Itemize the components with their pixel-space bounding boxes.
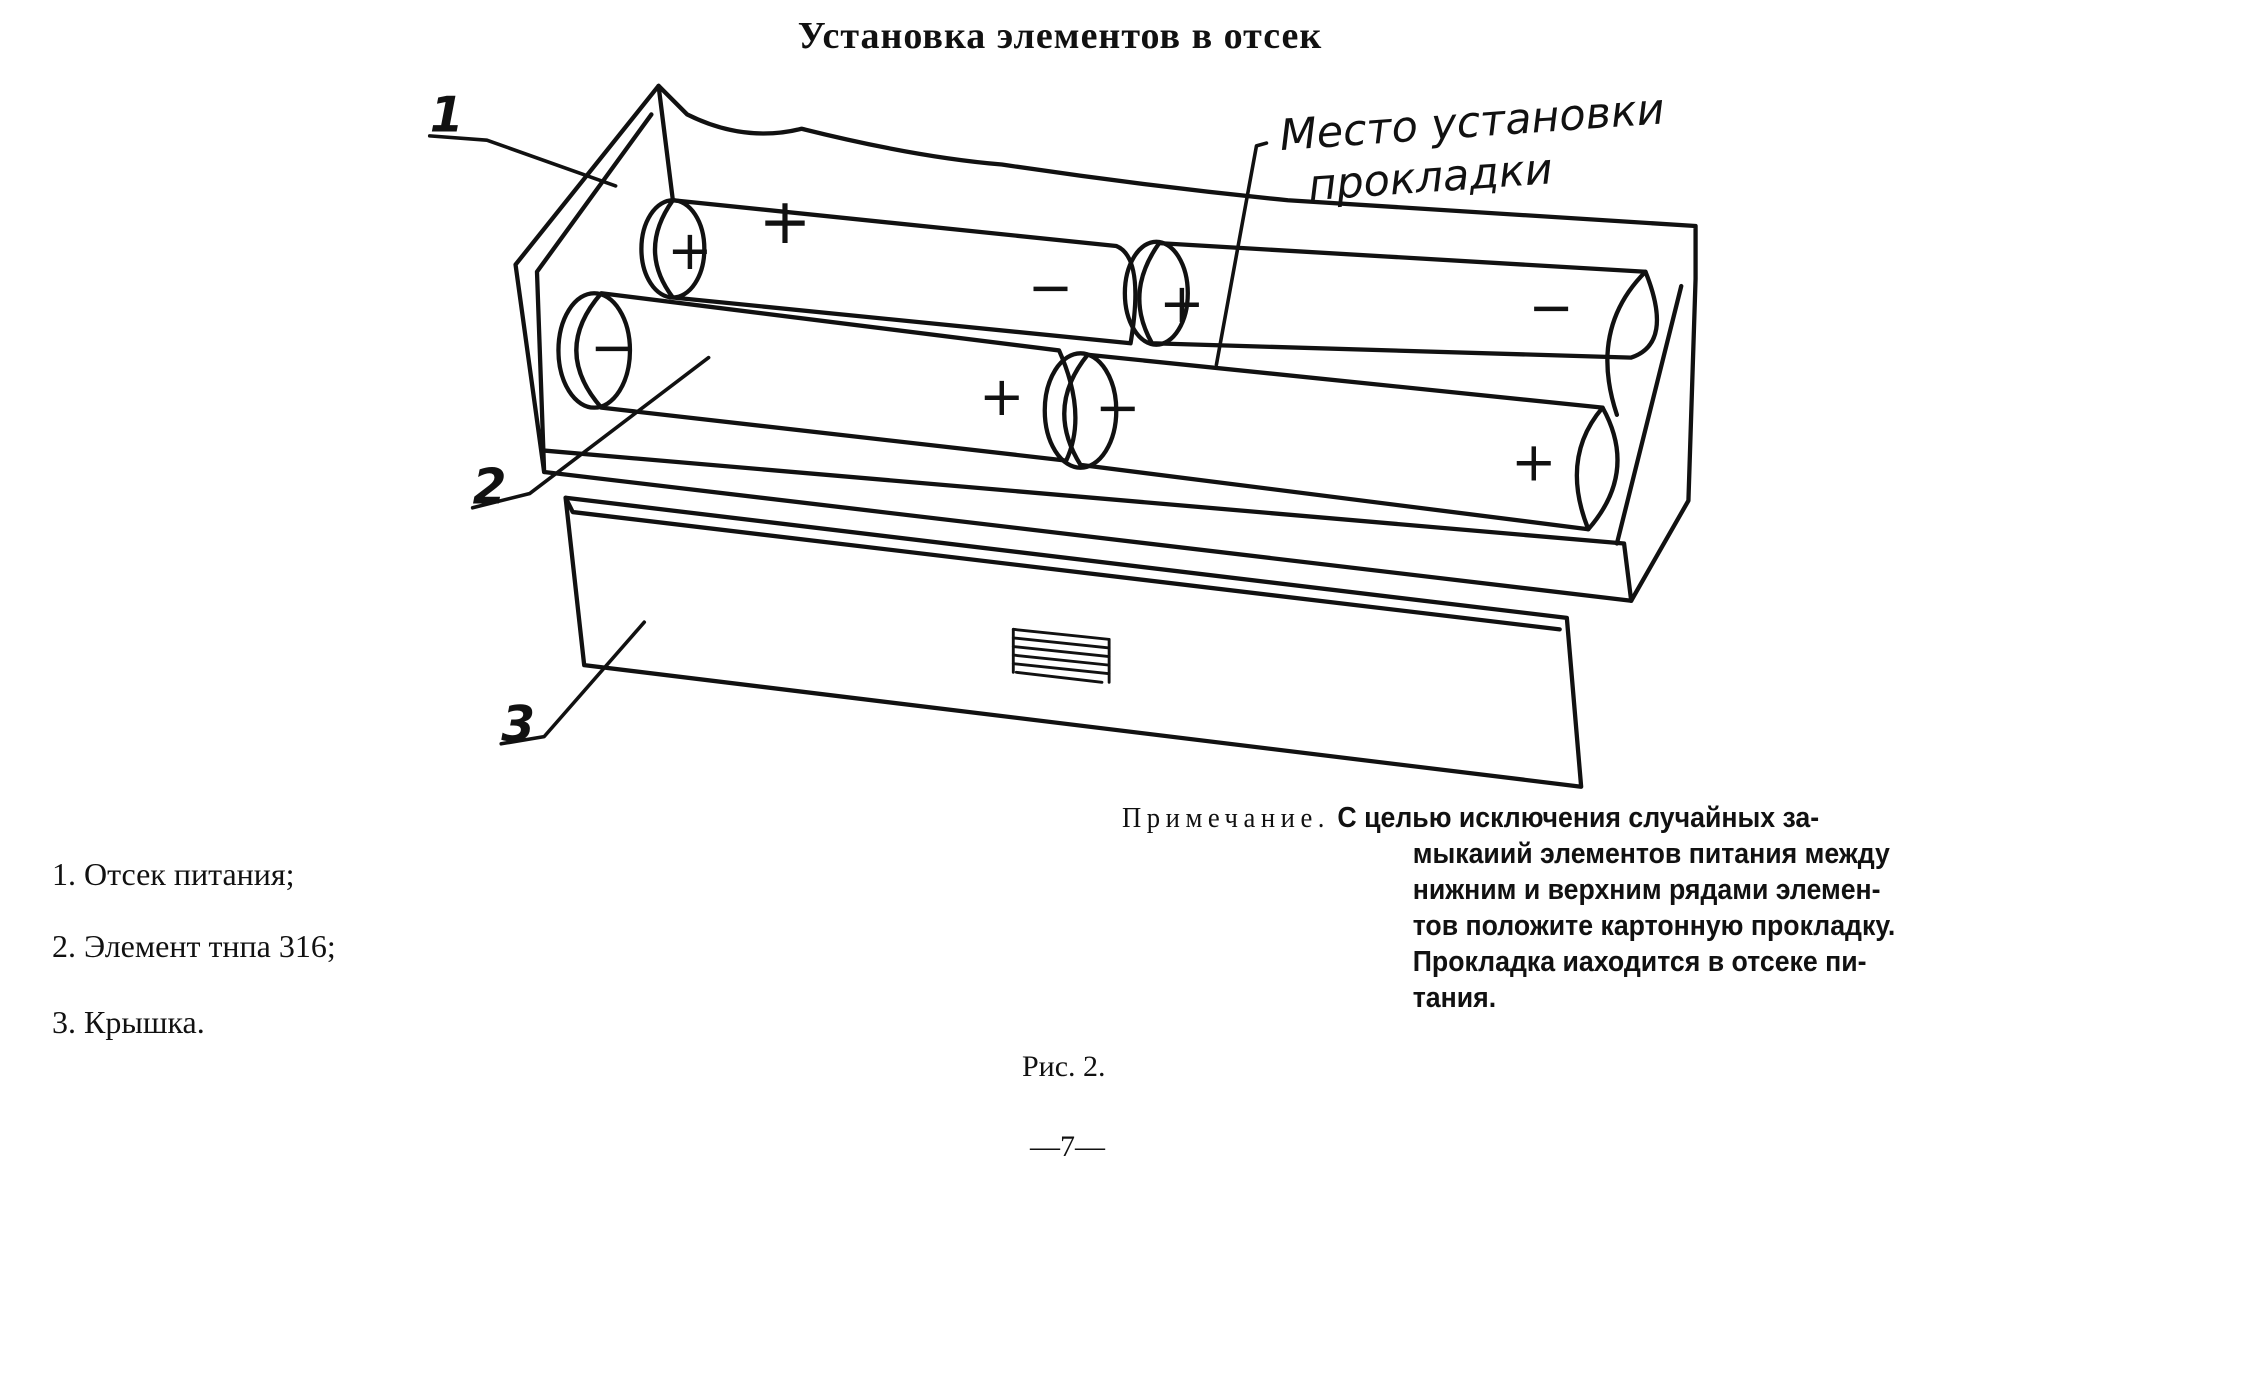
note-label: Примечание. <box>1122 802 1331 834</box>
note-line: тов положите картонную прокладку. <box>1412 910 1896 942</box>
minus-sign: − <box>1028 256 1074 319</box>
page-title: Установка элементов в отсек <box>797 15 1323 57</box>
battery-upper-right <box>1122 239 1660 417</box>
minus-sign: − <box>1528 276 1574 339</box>
plus-sign: + <box>1511 431 1557 494</box>
note-block: Примечание. С целью исключения случайных… <box>1122 800 2005 1016</box>
legend-item-3: 3. Крышка. <box>52 1004 205 1040</box>
note-line: Прокладка иаходится в отсеке пи- <box>1412 946 1867 978</box>
note-line: нижним и верхним рядами элемен- <box>1412 874 1881 906</box>
plus-sign: + <box>979 365 1025 428</box>
legend-item-1: 1. Отсек питания; <box>52 856 295 892</box>
page-number: —7— <box>1030 1130 1105 1163</box>
note-line: мыкаиий элементов питания между <box>1412 838 1890 870</box>
battery-lower-right <box>1042 351 1620 532</box>
compartment-outline <box>513 83 1698 603</box>
minus-sign: − <box>1095 376 1141 439</box>
note-line: тания. <box>1412 982 1497 1014</box>
leader-lines <box>427 134 1269 746</box>
plus-sign: + <box>759 185 812 258</box>
lid-outline <box>563 495 1584 789</box>
legend-item-2: 2. Элемент тнпа 316; <box>52 928 336 964</box>
plus-sign: + <box>1159 272 1205 335</box>
note-first-line: С целью исключения случайных за- <box>1337 802 1820 834</box>
marker-3: 3 <box>501 697 535 753</box>
marker-1: 1 <box>430 88 464 144</box>
figure-caption: Рис. 2. <box>1022 1050 1106 1083</box>
battery-upper-left <box>639 198 1138 346</box>
marker-2: 2 <box>473 459 507 515</box>
minus-sign: − <box>590 316 636 379</box>
plus-sign: + <box>667 219 713 282</box>
